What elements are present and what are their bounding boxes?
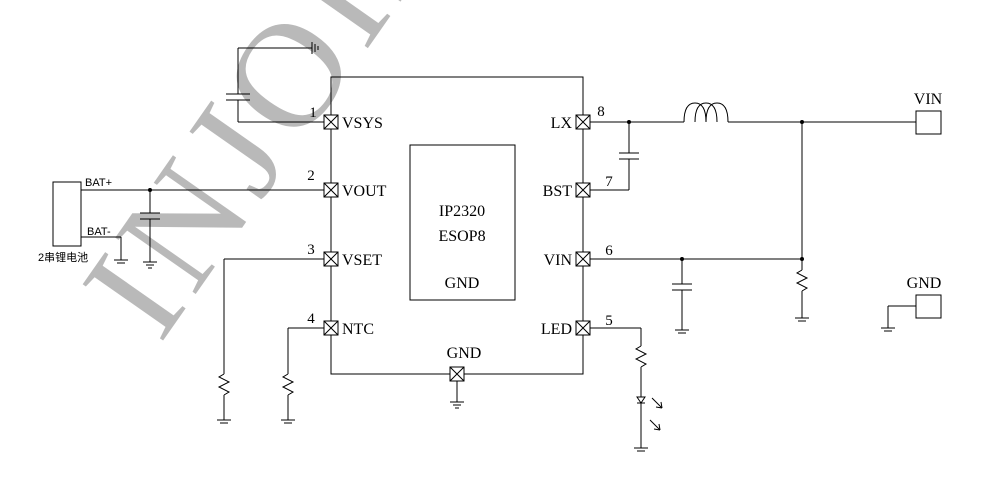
pin-label: BST — [543, 183, 573, 200]
pin-number: 8 — [597, 104, 605, 120]
pin-bst: 7 BST — [543, 174, 614, 200]
vout-capacitor — [140, 188, 160, 269]
pin-vsys: 1 VSYS — [309, 105, 383, 132]
pin-ntc: 4 NTC — [307, 311, 374, 338]
pin-label: VOUT — [342, 183, 387, 200]
pin-label: GND — [447, 345, 482, 362]
vin-connector-label: VIN — [914, 91, 943, 108]
gnd-connector-label: GND — [907, 275, 942, 292]
pin-vout: 2 VOUT — [307, 168, 386, 200]
pin-number: 1 — [309, 105, 317, 121]
battery-caption: 2串锂电池 — [38, 250, 88, 264]
pin-vset: 3 VSET — [307, 242, 382, 269]
battery-pos-label: BAT+ — [85, 177, 112, 189]
pin-number: 7 — [605, 174, 613, 190]
vsys-capacitor-network — [226, 42, 324, 123]
pin-lx: 8 LX — [551, 104, 605, 132]
pin-number: 5 — [605, 313, 613, 329]
pin-label: VIN — [544, 252, 573, 269]
pin-vin: 6 VIN — [544, 243, 614, 269]
pin-gnd-bottom: GND — [447, 345, 482, 409]
chip-name: IP2320 — [439, 203, 485, 220]
pin-number: 3 — [307, 242, 315, 258]
chip-inner-pad — [409, 144, 516, 301]
pin-label: NTC — [342, 321, 374, 338]
pin-label: VSYS — [342, 115, 383, 132]
chip-package: ESOP8 — [438, 228, 485, 245]
vset-resistor — [217, 258, 324, 424]
gnd-connector: GND — [881, 275, 942, 332]
pin-label: LED — [541, 321, 572, 338]
pin-number: 6 — [605, 243, 613, 259]
battery-pack: BAT+ BAT- 2串锂电池 — [38, 177, 324, 264]
battery-neg-label: BAT- — [87, 226, 111, 238]
led-network — [590, 327, 663, 452]
pin-number: 2 — [307, 168, 315, 184]
vin-network — [590, 257, 809, 334]
ntc-resistor — [281, 327, 324, 424]
pin-led: 5 LED — [541, 313, 613, 338]
pin-label: VSET — [342, 252, 382, 269]
inductor-network — [590, 102, 916, 259]
watermark-text: INJOINIC — [51, 0, 587, 364]
vin-connector: VIN — [914, 91, 943, 135]
pin-label: LX — [551, 115, 573, 132]
chip-center-gnd-label: GND — [445, 275, 480, 292]
pin-number: 4 — [307, 311, 315, 327]
